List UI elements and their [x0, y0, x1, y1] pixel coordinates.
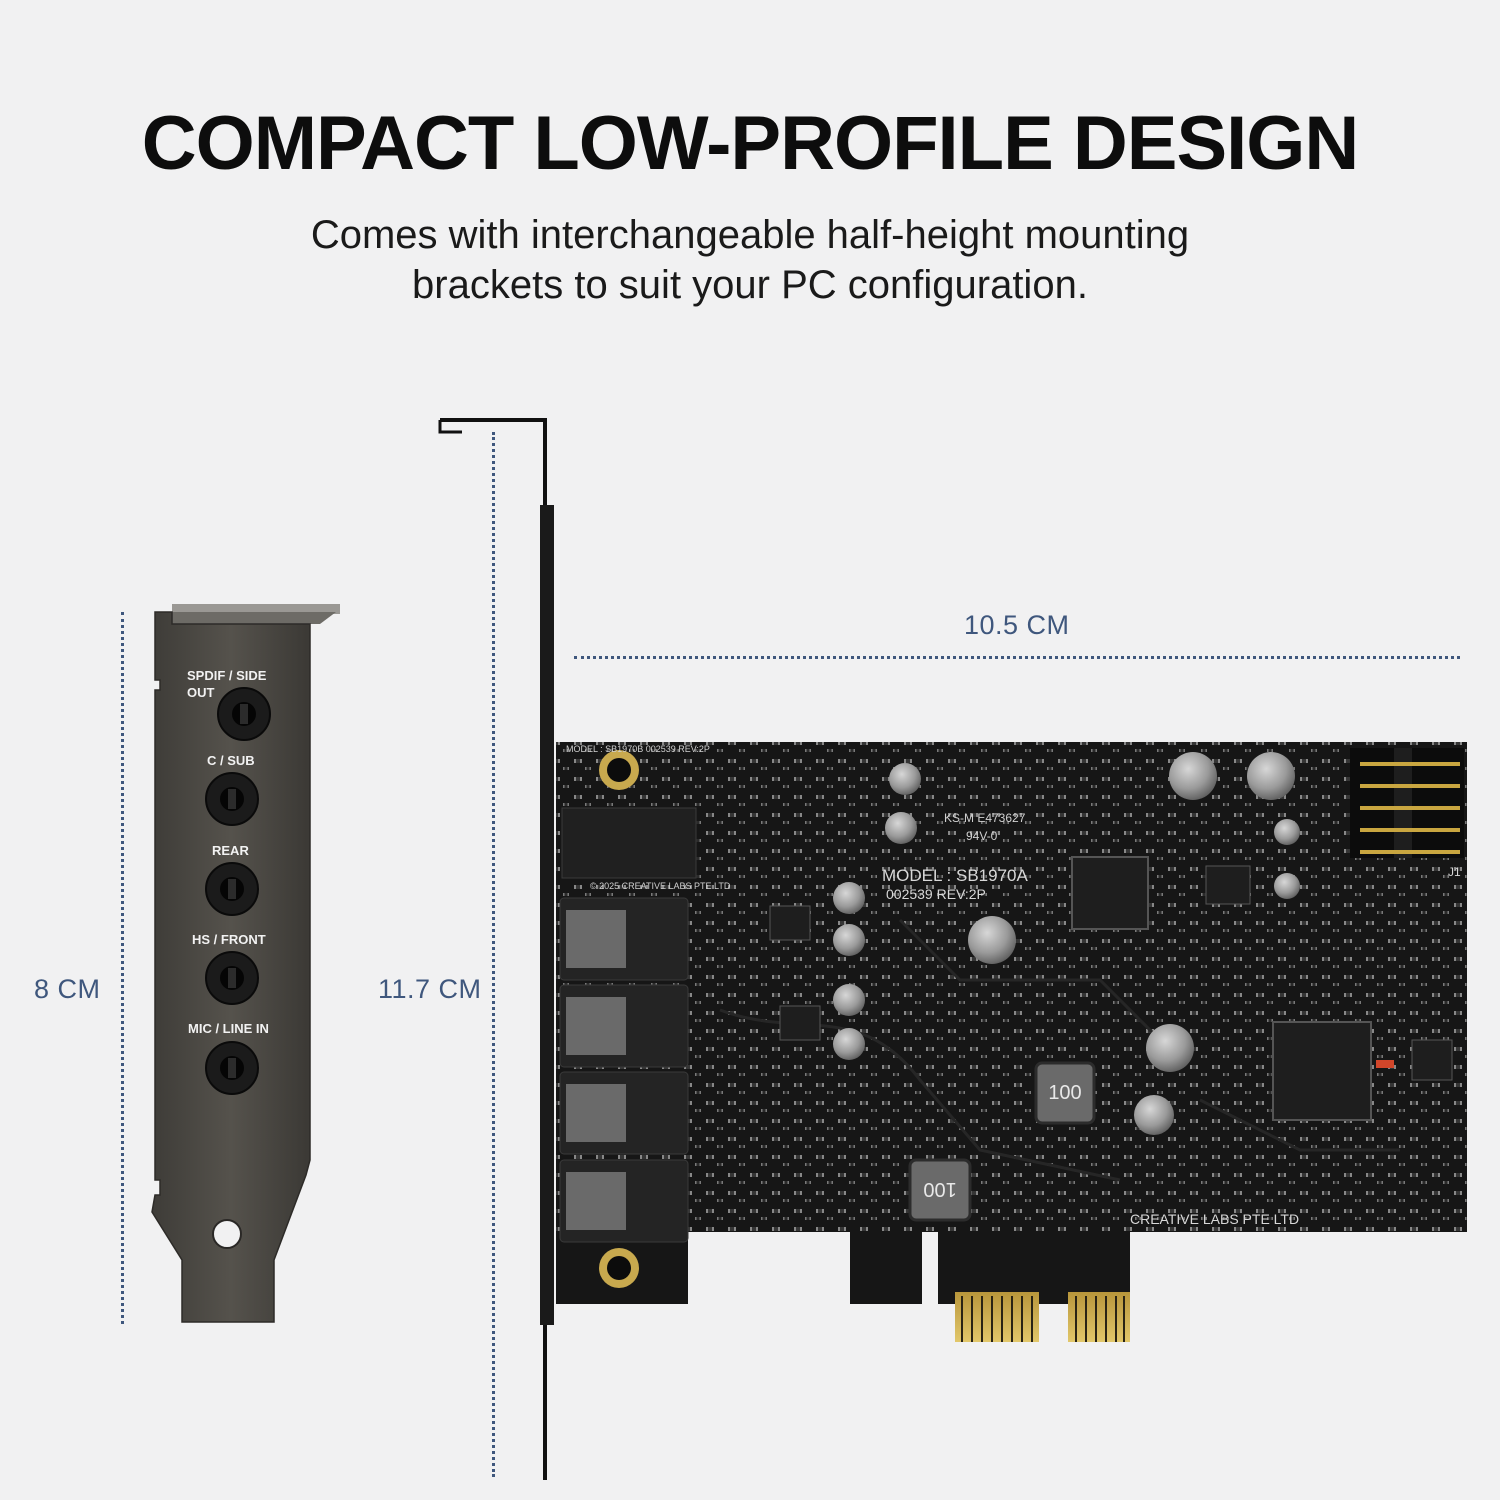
chip-icon — [779, 1005, 821, 1041]
port-label: REAR — [212, 843, 249, 858]
inductor-label: 100 — [923, 1178, 956, 1200]
pin-header-icon: J1 — [1350, 748, 1464, 879]
card-height-label: 11.7 CM — [378, 974, 482, 1004]
chip-icon — [1071, 856, 1149, 930]
bracket-port-spdif: SPDIF / SIDE OUT — [187, 668, 271, 741]
inductor-icon: 100 — [1034, 1061, 1096, 1125]
card-width-label: 10.5 CM — [964, 610, 1070, 640]
port-label: HS / FRONT — [192, 932, 266, 947]
silkscreen-copyright: © 2025 CREATIVE LABS PTE LTD — [590, 881, 731, 891]
bracket-port-mic-line-in: MIC / LINE IN — [188, 1021, 269, 1095]
subtitle-line-1: Comes with interchangeable half-height m… — [310, 213, 1190, 257]
page-subtitle: Comes with interchangeable half-height m… — [0, 210, 1500, 310]
chip-icon — [1411, 1039, 1453, 1081]
bracket-port-rear: REAR — [205, 843, 259, 916]
card-height-dimension-line — [492, 432, 495, 1477]
inductor-icon: 100 — [908, 1158, 972, 1222]
sound-card-pcb: 100 100 — [556, 742, 1467, 1342]
chip-icon — [1272, 1021, 1372, 1121]
silkscreen-rating: 94V-0 — [966, 829, 998, 843]
silkscreen-serial: 002539 REV:2P — [886, 886, 986, 902]
inductor-label: 100 — [1048, 1082, 1081, 1104]
bracket-port-hs-front: HS / FRONT — [192, 932, 266, 1005]
bracket-port-c-sub: C / SUB — [205, 753, 259, 826]
silkscreen-model-main: MODEL : SB1970A — [882, 866, 1028, 885]
mounting-hole-icon — [212, 1219, 242, 1249]
port-label: MIC / LINE IN — [188, 1021, 269, 1036]
pcb-audio-jacks — [559, 807, 697, 1243]
full-height-bracket — [438, 418, 554, 1480]
bracket-height-dimension-line — [121, 612, 124, 1324]
port-label: OUT — [187, 685, 215, 700]
port-label: C / SUB — [207, 753, 255, 768]
card-width-dimension-line — [574, 656, 1460, 659]
diode-icon — [1376, 1060, 1394, 1068]
silkscreen-maker: CREATIVE LABS PTE LTD — [1130, 1211, 1299, 1227]
pcie-edge-connector — [955, 1292, 1130, 1342]
header-label: J1 — [1448, 865, 1461, 879]
capacitors — [833, 752, 1300, 1135]
chip-icon — [1205, 865, 1251, 905]
bracket-height-label: 8 CM — [34, 974, 101, 1004]
page-title: COMPACT LOW-PROFILE DESIGN — [141, 101, 1360, 186]
port-label: SPDIF / SIDE — [187, 668, 267, 683]
silkscreen-model-top: MODEL : SB1970B 002539 REV:2P — [566, 744, 710, 754]
chip-icon — [769, 905, 811, 941]
subtitle-line-2: brackets to suit your PC configuration. — [412, 263, 1088, 307]
silkscreen-cert: KS-M E473627 — [944, 811, 1026, 825]
